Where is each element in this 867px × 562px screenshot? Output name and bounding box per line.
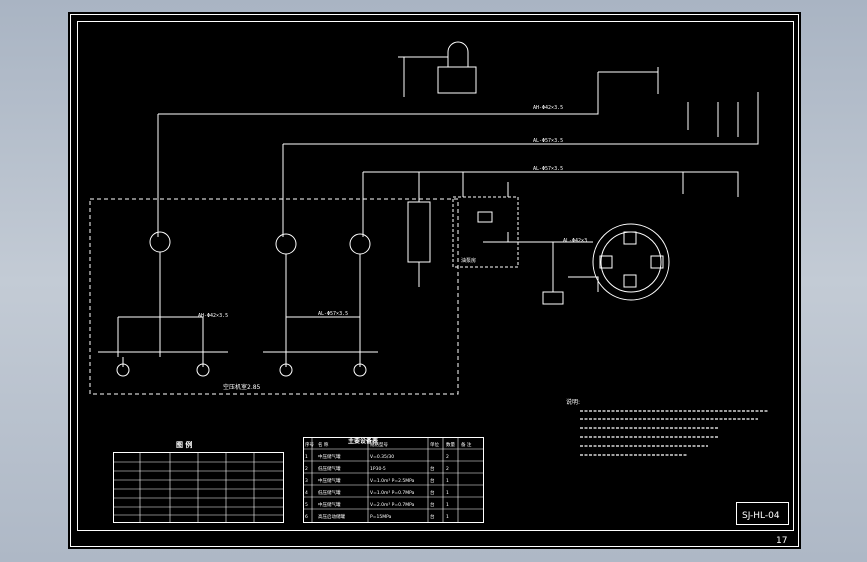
equipment-column-header: 备 注 xyxy=(461,441,472,448)
pipeline-diagram: AH-Φ42×3.5 AL-Φ57×3.5 AL-Φ57×3.5 AL-Φ42×… xyxy=(70,14,799,547)
pipe-lines xyxy=(89,41,759,395)
equipment-column-header: 规格型号 xyxy=(370,441,388,448)
equipment-cell: 1 xyxy=(446,478,449,484)
oil-room-label: 油泵房 xyxy=(461,257,476,264)
equipment-cell: 5 xyxy=(305,502,308,508)
equipment-cell: 台 xyxy=(430,489,435,496)
sheet-number: 17 xyxy=(776,536,787,546)
svg-text:AH-Φ42×3.5: AH-Φ42×3.5 xyxy=(533,105,563,111)
equipment-cell: 中压储气罐 xyxy=(318,501,341,508)
svg-text:AL-Φ42×3: AL-Φ42×3 xyxy=(563,238,587,244)
equipment-cell: 1 xyxy=(446,502,449,508)
equipment-cell: 1 xyxy=(305,454,308,460)
pipe-annotations: AH-Φ42×3.5 AL-Φ57×3.5 AL-Φ57×3.5 AL-Φ42×… xyxy=(198,105,587,319)
svg-text:AL-Φ57×3.5: AL-Φ57×3.5 xyxy=(533,166,563,172)
equipment-cell: V=1.0m³ P=2.5MPa xyxy=(370,478,415,484)
notes: 说明: xyxy=(566,398,768,456)
notes-heading: 说明: xyxy=(566,398,580,406)
equipment-cell: 台 xyxy=(430,501,435,508)
equipment-column-header: 单位 xyxy=(430,441,439,448)
equipment-column-header: 名 称 xyxy=(318,441,329,448)
equipment-cell: 高压启动储罐 xyxy=(318,513,345,520)
outer-border xyxy=(70,14,799,547)
compressor-room-label: 空压机室2.85 xyxy=(223,383,261,391)
legend-table: 图 例 xyxy=(113,440,284,523)
equipment-cell: P=15MPa xyxy=(370,514,392,520)
drawing-sheet: AH-Φ42×3.5 AL-Φ57×3.5 AL-Φ57×3.5 AL-Φ42×… xyxy=(68,12,801,549)
equipment-cell: 2 xyxy=(446,466,449,472)
equipment-cell: 2 xyxy=(305,466,308,472)
equipment-cell: 中压储气罐 xyxy=(318,477,341,484)
equipment-cell: 3 xyxy=(305,478,308,484)
equipment-cell: 台 xyxy=(430,513,435,520)
svg-text:AH-Φ42×3.5: AH-Φ42×3.5 xyxy=(198,313,228,319)
equipment-cell: V=1.0m³ P=0.7MPa xyxy=(370,490,415,496)
equipment-cell: 低压储气罐 xyxy=(318,489,341,496)
equipment-column-header: 数量 xyxy=(446,441,455,448)
equipment-column-header: 序号 xyxy=(305,441,314,448)
equipment-cell: 1 xyxy=(446,490,449,496)
equipment-cell: 2 xyxy=(446,454,449,460)
svg-text:AL-Φ57×3.5: AL-Φ57×3.5 xyxy=(533,138,563,144)
legend-heading: 图 例 xyxy=(176,440,192,449)
equipment-cell: 台 xyxy=(430,477,435,484)
equipment-cell: 低压储气罐 xyxy=(318,465,341,472)
inner-border xyxy=(77,21,794,531)
equipment-cell: 4 xyxy=(305,490,308,496)
equipment-cell: V=0.35/30 xyxy=(370,454,394,460)
equipment-cell: V=2.0m³ P=0.7MPa xyxy=(370,502,415,508)
title-block xyxy=(736,502,789,525)
equipment-table: 主要设备表 序号名 称 规格型号 单位数量备 注 1 中压储气罐 V=0.35/30 2 2… xyxy=(303,437,484,523)
equipment-cell: 1 xyxy=(446,514,449,520)
equipment-heading: 主要设备表 xyxy=(348,437,379,445)
svg-text:AL-Φ57×3.5: AL-Φ57×3.5 xyxy=(318,311,348,317)
equipment-cell: 中压储气罐 xyxy=(318,453,341,460)
equipment-cell: 台 xyxy=(430,465,435,472)
equipment-cell: 1P30-5 xyxy=(370,466,386,472)
drawing-number: SJ-HL-04 xyxy=(742,511,780,521)
equipment-cell: 6 xyxy=(305,514,308,520)
